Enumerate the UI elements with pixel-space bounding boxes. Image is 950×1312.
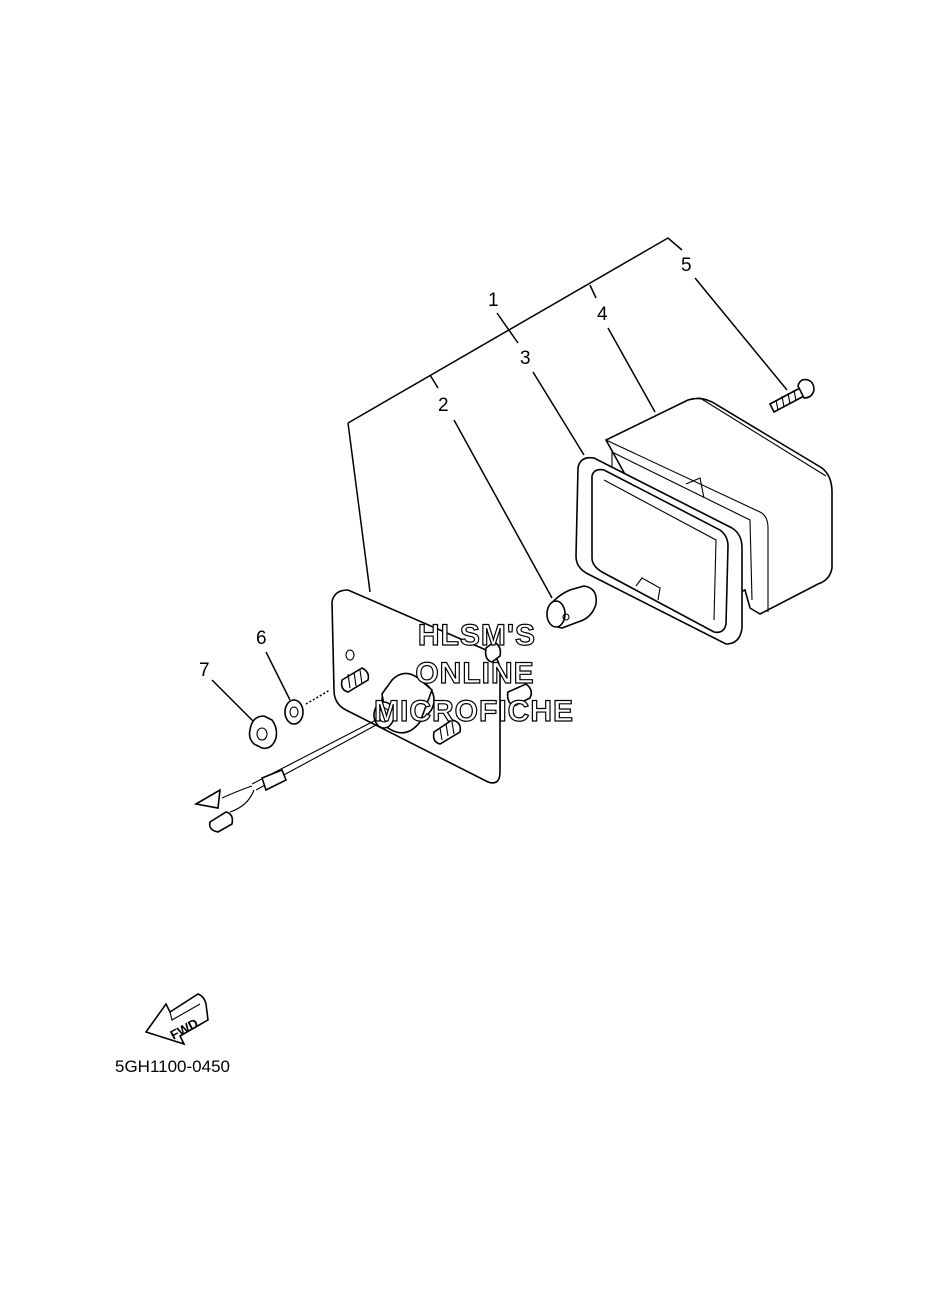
lamp-housing	[604, 397, 833, 615]
watermark: HLSM'S ONLINE MICROFICHE	[373, 618, 574, 728]
watermark-line-2: ONLINE	[415, 657, 534, 690]
diagram-code: 5GH1100-0450	[115, 1057, 230, 1076]
fwd-arrow-icon: FWD	[144, 993, 209, 1046]
callout-5: 5	[681, 255, 692, 276]
lens-frame	[575, 456, 743, 645]
callouts: 1 2 3 4 5 6 7	[199, 255, 692, 681]
leader-lines	[211, 277, 788, 723]
assembly-bracket	[347, 237, 683, 593]
callout-4: 4	[597, 304, 608, 325]
watermark-line-3: MICROFICHE	[374, 695, 574, 728]
nut	[248, 715, 278, 750]
callout-1: 1	[488, 290, 499, 311]
washer	[284, 699, 304, 725]
base-plate	[331, 589, 533, 784]
callout-2: 2	[438, 395, 449, 416]
screw	[768, 378, 815, 414]
callout-3: 3	[520, 348, 531, 369]
bulb	[546, 585, 598, 629]
callout-6: 6	[256, 628, 267, 649]
callout-7: 7	[199, 660, 210, 681]
watermark-line-1: HLSM'S	[418, 619, 536, 652]
wire-harness	[193, 689, 379, 833]
